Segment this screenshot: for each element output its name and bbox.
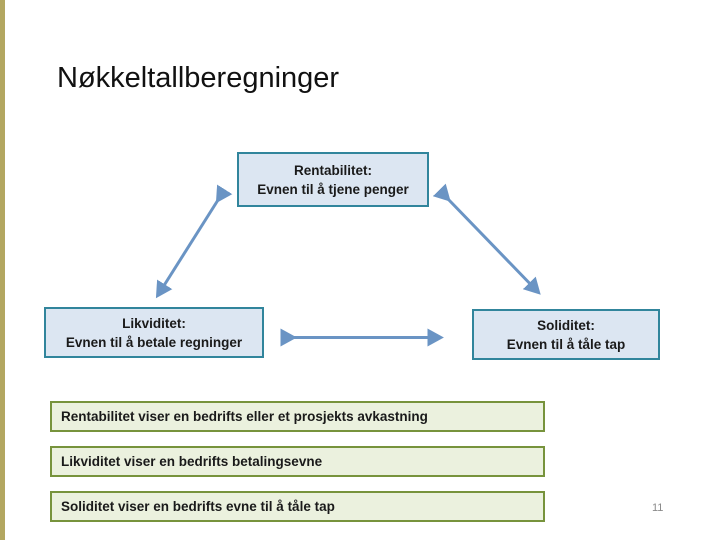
slide-title: Nøkkeltallberegninger <box>57 62 340 94</box>
arrow-rentabilitet-likviditet <box>155 184 233 299</box>
note-rentabilitet-text: Rentabilitet viser en bedrifts eller et … <box>61 409 428 424</box>
node-rentabilitet-title: Rentabilitet: <box>293 162 372 178</box>
note-soliditet: Soliditet viser en bedrifts evne til å t… <box>50 491 545 522</box>
node-likviditet-title: Likviditet: <box>122 315 186 331</box>
node-soliditet-subtitle: Evnen til å tåle tap <box>506 336 626 352</box>
node-rentabilitet-subtitle: Evnen til å tjene penger <box>257 181 409 197</box>
node-likviditet-subtitle: Evnen til å betale regninger <box>65 334 243 350</box>
arrow-rentabilitet-soliditet <box>432 183 541 295</box>
note-likviditet-text: Likviditet viser en bedrifts betalingsev… <box>61 454 323 469</box>
node-likviditet: Likviditet: Evnen til å betale regninger <box>44 307 264 358</box>
node-soliditet-title: Soliditet: <box>537 317 595 333</box>
left-accent-stripe <box>0 0 5 540</box>
node-soliditet: Soliditet: Evnen til å tåle tap <box>472 309 660 360</box>
node-rentabilitet: Rentabilitet: Evnen til å tjene penger <box>237 152 429 207</box>
note-rentabilitet: Rentabilitet viser en bedrifts eller et … <box>50 401 545 432</box>
page-number: 11 <box>652 502 664 514</box>
note-soliditet-text: Soliditet viser en bedrifts evne til å t… <box>61 499 335 514</box>
note-likviditet: Likviditet viser en bedrifts betalingsev… <box>50 446 545 477</box>
